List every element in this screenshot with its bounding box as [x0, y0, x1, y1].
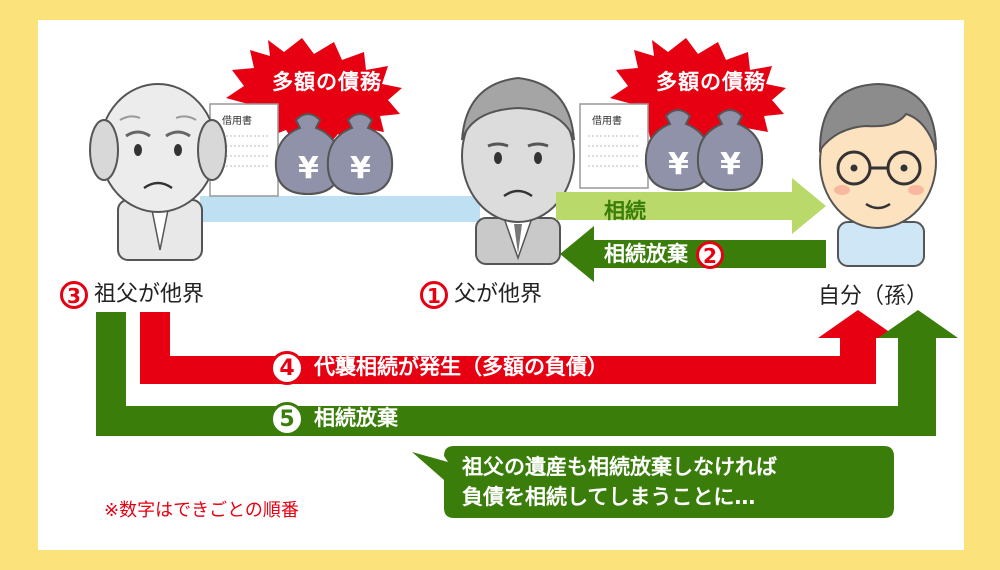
yen-symbol: ¥ — [350, 151, 371, 186]
grandfather-illustration — [89, 83, 227, 261]
debt-burst-label: 多額の債務 — [272, 70, 382, 94]
inherit-arrow — [556, 178, 826, 234]
yen-symbol: ¥ — [298, 151, 319, 186]
renounce-father-label: 相続放棄 2 — [604, 238, 730, 269]
order-note: ※数字はできごとの順番 — [104, 500, 299, 521]
renounce-grandfather-label: 5 相続放棄 — [270, 402, 398, 436]
self-illustration — [818, 82, 937, 267]
substitution-arrow — [140, 310, 898, 384]
renounce-grandfather-text: 相続放棄 — [314, 406, 398, 430]
renounce-grandfather-arrow — [96, 310, 958, 436]
substitution-text: 代襲相続が発生（多額の負債） — [314, 355, 608, 379]
step-number-badge: 4 — [270, 351, 304, 385]
speech-bubble-text: 祖父の遺産も相続放棄しなければ 負債を相続してしまうことに… — [462, 452, 777, 512]
renounce-father-text: 相続放棄 — [604, 242, 688, 266]
substitution-label: 4 代襲相続が発生（多額の負債） — [270, 351, 608, 385]
loan-document-title: 借用書 — [222, 114, 252, 127]
money-bags-right: ¥ ¥ — [644, 109, 764, 192]
speech-bubble — [412, 446, 894, 518]
speech-bubble-line: 祖父の遺産も相続放棄しなければ — [462, 455, 777, 479]
speech-bubble-line: 負債を相続してしまうことに… — [462, 485, 756, 509]
grandfather-label-text: 祖父が他界 — [94, 282, 205, 307]
yen-symbol: ¥ — [668, 147, 689, 182]
debt-connection-band — [200, 196, 480, 222]
renounce-father-arrow — [560, 226, 826, 282]
money-bags-left: ¥ ¥ — [274, 113, 394, 196]
step-number-badge: 5 — [270, 402, 304, 436]
yen-symbol: ¥ — [720, 147, 741, 182]
debt-burst-label: 多額の債務 — [656, 70, 766, 94]
father-illustration — [461, 76, 575, 265]
self-label: 自分（孫） — [818, 284, 929, 309]
step-number-badge: 1 — [420, 281, 448, 309]
step-number-badge: 2 — [696, 241, 724, 269]
father-label-text: 父が他界 — [454, 282, 543, 307]
step-number-badge: 3 — [60, 281, 88, 309]
debt-burst-right — [610, 38, 786, 148]
inherit-arrow-label: 相続 — [604, 199, 646, 223]
loan-document-title: 借用書 — [592, 114, 622, 127]
loan-document-right: 借用書 — [579, 103, 649, 189]
